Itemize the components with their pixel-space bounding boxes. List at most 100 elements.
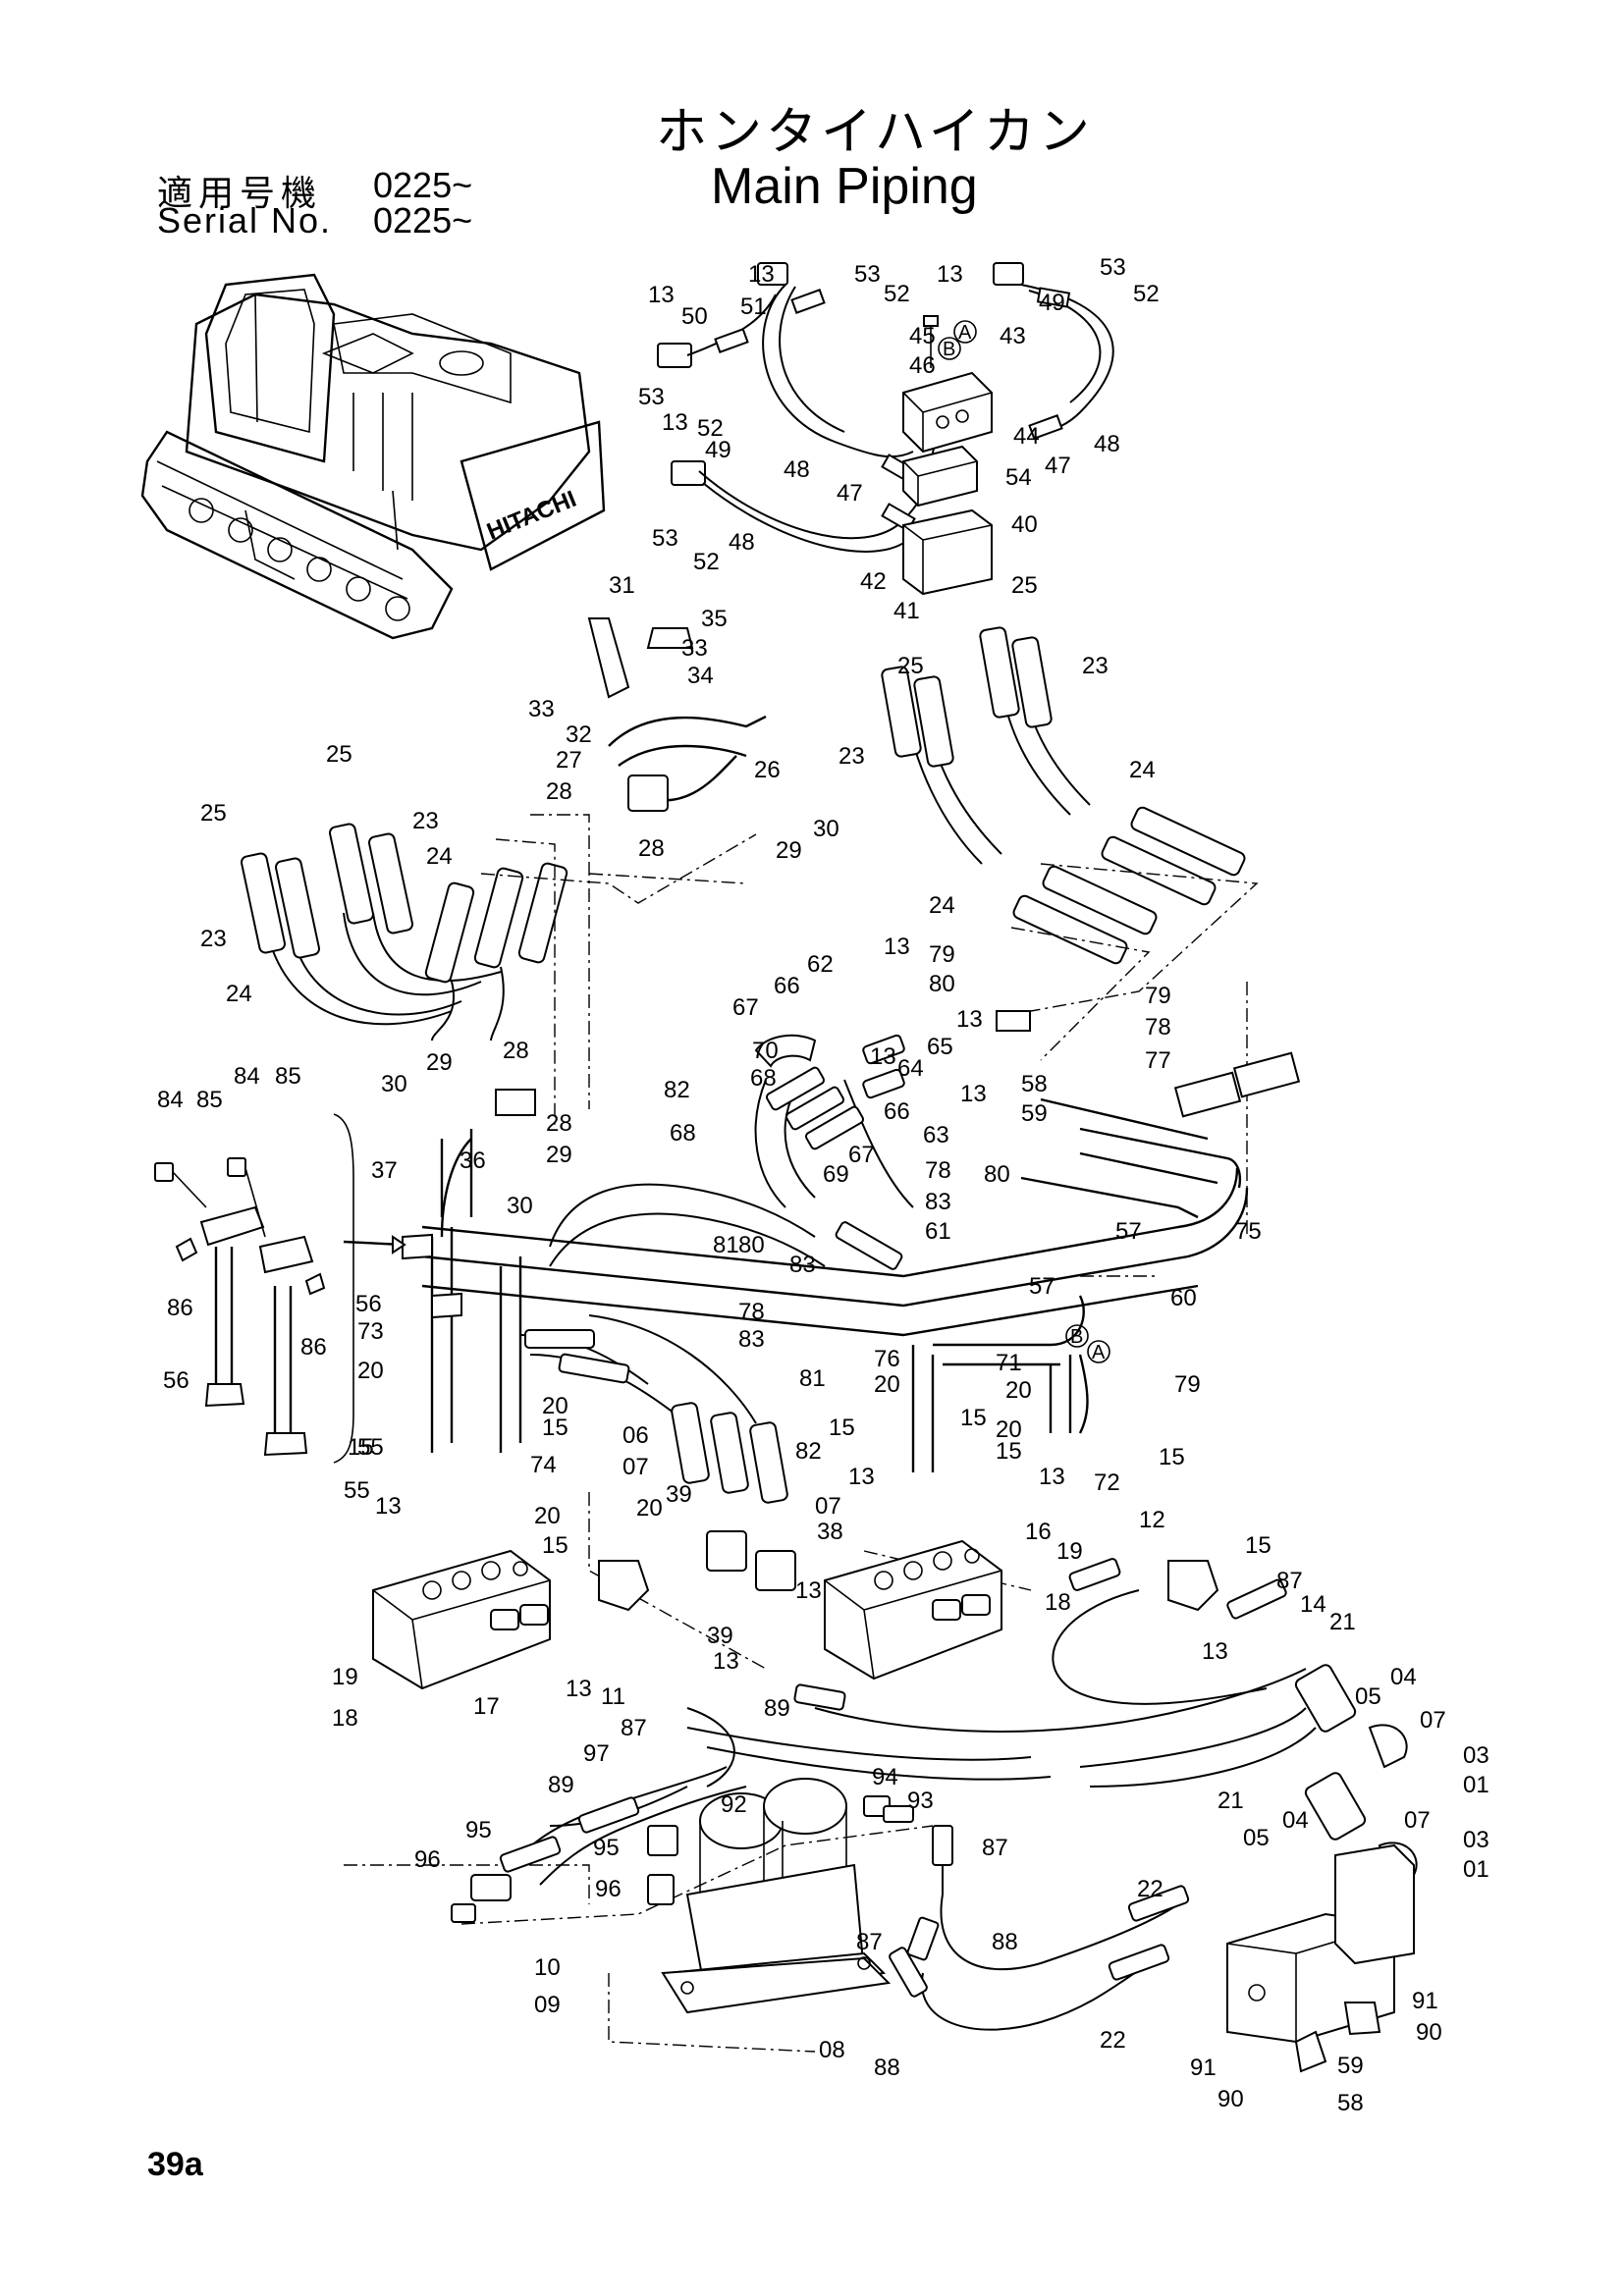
callout-label: 49	[1039, 290, 1065, 316]
callout-label: 86	[300, 1334, 327, 1361]
callout-label: 97	[583, 1740, 610, 1767]
callout-label: 82	[664, 1077, 690, 1103]
callout-label: 32	[566, 721, 592, 748]
callout-label: 87	[1276, 1568, 1303, 1594]
callout-label: 14	[1300, 1591, 1326, 1618]
callout-label: 04	[1390, 1664, 1417, 1690]
callout-label: 55	[357, 1434, 384, 1461]
callout-label: 29	[776, 837, 802, 864]
callout-label: 52	[884, 281, 910, 307]
excavator-illustration: HITACHI	[140, 273, 606, 640]
callout-label: 16	[1025, 1519, 1052, 1545]
callout-label: 67	[848, 1142, 875, 1168]
callout-label: 48	[1094, 431, 1120, 457]
callout-label: 80	[984, 1161, 1010, 1188]
ref-marker-a-top-label: A	[958, 322, 972, 344]
callout-label: 55	[344, 1477, 370, 1504]
callout-label: 53	[652, 525, 678, 552]
callout-label: 96	[414, 1846, 441, 1873]
callout-label: 95	[593, 1835, 620, 1861]
travel-motor-hoses	[889, 1825, 1415, 2073]
callout-label: 81	[799, 1365, 826, 1392]
callout-label: 78	[1145, 1014, 1171, 1041]
callout-label: 87	[982, 1835, 1008, 1861]
ref-marker-b-top-label: B	[943, 339, 955, 360]
callout-label: 67	[732, 994, 759, 1021]
callout-label: 48	[729, 529, 755, 556]
callout-label: 23	[200, 926, 227, 952]
callout-label: 03	[1463, 1742, 1489, 1769]
callout-label: 13	[884, 934, 910, 960]
reference-markers: A B A B	[938, 320, 1110, 1363]
callout-label: 36	[460, 1148, 486, 1174]
callout-label: 07	[622, 1454, 649, 1480]
callout-label: 15	[829, 1415, 855, 1441]
callout-label: 64	[897, 1055, 924, 1082]
callout-label: 10	[534, 1954, 561, 1981]
callout-label: 56	[355, 1291, 382, 1317]
callout-label: 01	[1463, 1772, 1489, 1798]
ref-marker-b-top	[938, 337, 961, 360]
callout-label: 79	[1145, 983, 1171, 1009]
serial-value-japanese: 0225~	[373, 165, 473, 205]
callout-label: 25	[326, 741, 352, 768]
callout-label: 57	[1029, 1273, 1055, 1300]
callout-label: 39	[666, 1481, 692, 1508]
callout-label: 20	[357, 1358, 384, 1384]
callout-label: 33	[681, 635, 708, 662]
callout-label: 13	[648, 282, 675, 308]
ref-marker-b-mid-label: B	[1070, 1326, 1083, 1348]
callout-label: 34	[687, 663, 714, 689]
callout-label: 79	[1174, 1371, 1201, 1398]
callout-label: 19	[1056, 1538, 1083, 1565]
hose-bundles-upper	[241, 617, 1246, 1041]
callout-label: 61	[925, 1218, 951, 1245]
callout-label: 69	[823, 1161, 849, 1188]
callout-label: 13	[1039, 1464, 1065, 1490]
callout-label: 48	[784, 456, 810, 483]
callout-label: 20	[1005, 1377, 1032, 1404]
callout-label: 75	[1235, 1218, 1262, 1245]
callout-label: 17	[473, 1693, 500, 1720]
callout-label: 94	[872, 1764, 898, 1790]
callout-label: 88	[874, 2055, 900, 2081]
callout-label: 39	[707, 1623, 733, 1649]
callout-label: 52	[1133, 281, 1160, 307]
callout-label: 07	[1404, 1807, 1431, 1834]
callout-label: 66	[774, 973, 800, 999]
callout-label: 29	[546, 1142, 572, 1168]
callout-label: 82	[795, 1438, 822, 1465]
callout-label: 20	[636, 1495, 663, 1522]
callout-label: 18	[332, 1705, 358, 1732]
part-callouts: 13 50 51 13 53 52 13 53 52 49 45 43 46 5…	[157, 254, 1489, 2116]
callout-label: 22	[1137, 1876, 1163, 1902]
callout-label: 23	[412, 808, 439, 834]
title-japanese: ホンタイハイカン	[656, 103, 1094, 162]
callout-label: 73	[357, 1318, 384, 1345]
callout-label: 20	[874, 1371, 900, 1398]
callout-label: 13	[566, 1676, 592, 1702]
serial-value-english: 0225~	[373, 200, 473, 240]
callout-label: 91	[1412, 1988, 1438, 2014]
callout-label: 13	[375, 1493, 402, 1520]
callout-label: 62	[807, 951, 834, 978]
callout-label: 57	[1115, 1218, 1142, 1245]
callout-label: 78	[925, 1157, 951, 1184]
callout-label: 60	[1170, 1285, 1197, 1311]
callout-label: 83	[789, 1252, 816, 1278]
callout-label: 63	[923, 1122, 949, 1148]
callout-label: 08	[819, 2037, 845, 2063]
title-english: Main Piping	[711, 158, 978, 215]
callout-label: 89	[764, 1695, 790, 1722]
callout-label: 85	[275, 1063, 301, 1090]
callout-label: 30	[813, 816, 839, 842]
callout-label: 05	[1243, 1825, 1270, 1851]
callout-label: 23	[839, 743, 865, 770]
callout-label: 15	[1245, 1532, 1271, 1559]
callout-label: 07	[815, 1493, 841, 1520]
callout-label: 25	[200, 800, 227, 827]
callout-label: 35	[701, 606, 728, 632]
callout-label: 51	[740, 294, 767, 320]
callout-label: 47	[837, 480, 863, 507]
callout-label: 53	[638, 384, 665, 410]
